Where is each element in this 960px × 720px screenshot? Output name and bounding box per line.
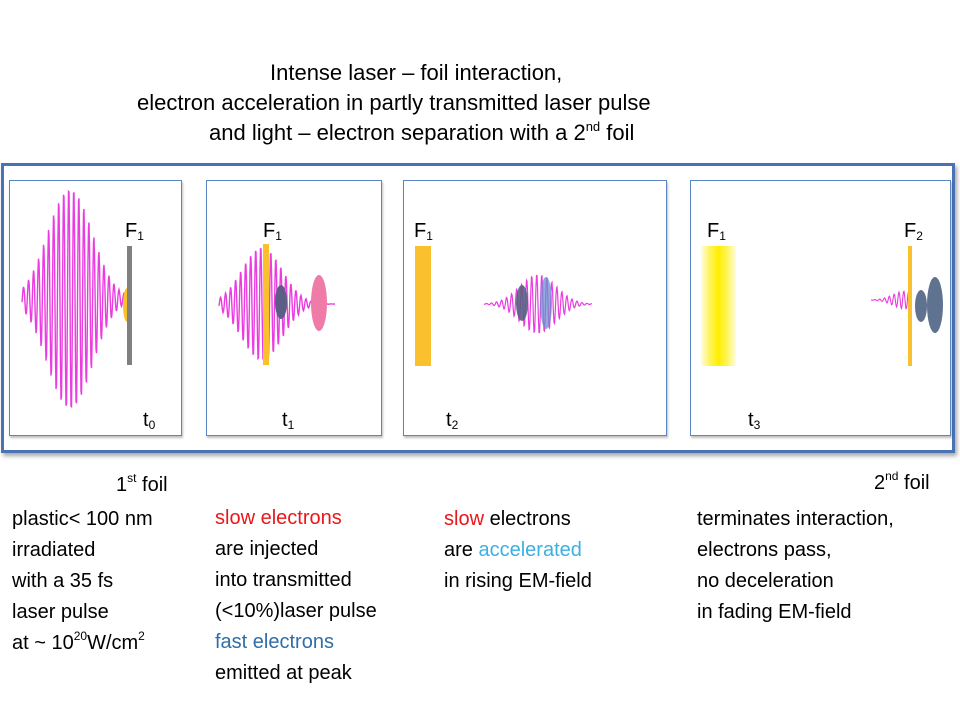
desc-line: into transmitted xyxy=(215,569,352,591)
panel-t0-graphic xyxy=(21,189,132,409)
desc-line: with a 35 fs xyxy=(12,570,114,592)
panel-t0: F1 t0 xyxy=(9,180,182,436)
foil-f1-expanded xyxy=(701,246,736,366)
description-second-foil: terminates interaction, electrons pass, … xyxy=(697,504,894,628)
second-foil-caption: 2nd foil xyxy=(874,469,930,494)
foil-f1 xyxy=(127,246,132,365)
time-label-t1: t1 xyxy=(282,409,295,432)
foil-label-f2: F2 xyxy=(904,220,923,243)
electron-bunch-fast xyxy=(927,277,943,333)
accelerated-electron-bunch xyxy=(540,277,552,329)
description-injection: slow electrons are injected into transmi… xyxy=(215,503,377,689)
laser-pulse-wave xyxy=(21,189,128,409)
description-acceleration: slow electrons are accelerated in rising… xyxy=(444,504,592,597)
foil-label-f1: F1 xyxy=(707,220,726,243)
panel-t1: F1 t1 xyxy=(206,180,382,436)
desc-accelerated-word: accelerated xyxy=(478,539,582,561)
slow-electron-bunch xyxy=(275,285,287,319)
desc-line: plastic< 100 nm xyxy=(12,508,153,530)
foil-f2 xyxy=(908,246,912,366)
fast-electron-bunch xyxy=(311,275,327,331)
desc-line: terminates interaction, xyxy=(697,508,894,530)
foil-f1 xyxy=(263,244,269,365)
time-label-t0: t0 xyxy=(143,409,156,432)
desc-line: no deceleration xyxy=(697,570,834,592)
electron-bunch-slow xyxy=(915,290,927,322)
desc-line: are accelerated xyxy=(444,539,582,561)
panel-t3-graphic xyxy=(701,246,943,366)
panel-t3: F1 F2 t3 xyxy=(690,180,951,436)
desc-line-intensity: at ~ 1020W/cm2 xyxy=(12,629,145,654)
laser-pulse-wave xyxy=(484,274,592,334)
time-label-t3: t3 xyxy=(748,409,761,432)
title-line-2: electron acceleration in partly transmit… xyxy=(137,90,651,115)
foil-label-f1: F1 xyxy=(125,220,144,243)
desc-line: emitted at peak xyxy=(215,662,352,684)
panel-t2: F1 t2 xyxy=(403,180,667,436)
desc-line: irradiated xyxy=(12,539,96,561)
diagram-frame xyxy=(1,163,955,453)
desc-line: in fading EM-field xyxy=(697,601,852,623)
foil-label-f1: F1 xyxy=(263,220,282,243)
description-first-foil: plastic< 100 nm irradiated with a 35 fs … xyxy=(12,504,153,659)
panel-t2-graphic xyxy=(415,246,592,366)
desc-line: in rising EM-field xyxy=(444,570,592,592)
desc-line: laser pulse xyxy=(12,601,109,623)
desc-line: are injected xyxy=(215,538,319,560)
foil-label-f1: F1 xyxy=(414,220,433,243)
panel-t1-graphic xyxy=(218,244,335,365)
desc-slow-word: slow xyxy=(444,508,485,530)
desc-fast-electrons: fast electrons xyxy=(215,631,334,653)
desc-line: electrons pass, xyxy=(697,539,832,561)
time-label-t2: t2 xyxy=(446,409,459,432)
first-foil-caption: 1st foil xyxy=(116,471,168,496)
title-line-1: Intense laser – foil interaction, xyxy=(270,60,563,85)
title-line-3: and light – electron separation with a 2… xyxy=(209,119,635,145)
desc-line: slow electrons xyxy=(444,508,571,530)
desc-line: (<10%)laser pulse xyxy=(215,600,377,622)
desc-slow-electrons: slow electrons xyxy=(215,507,342,529)
foil-f1 xyxy=(415,246,431,366)
slow-electron-bunch xyxy=(516,285,528,321)
laser-pulse-wave xyxy=(870,289,910,311)
